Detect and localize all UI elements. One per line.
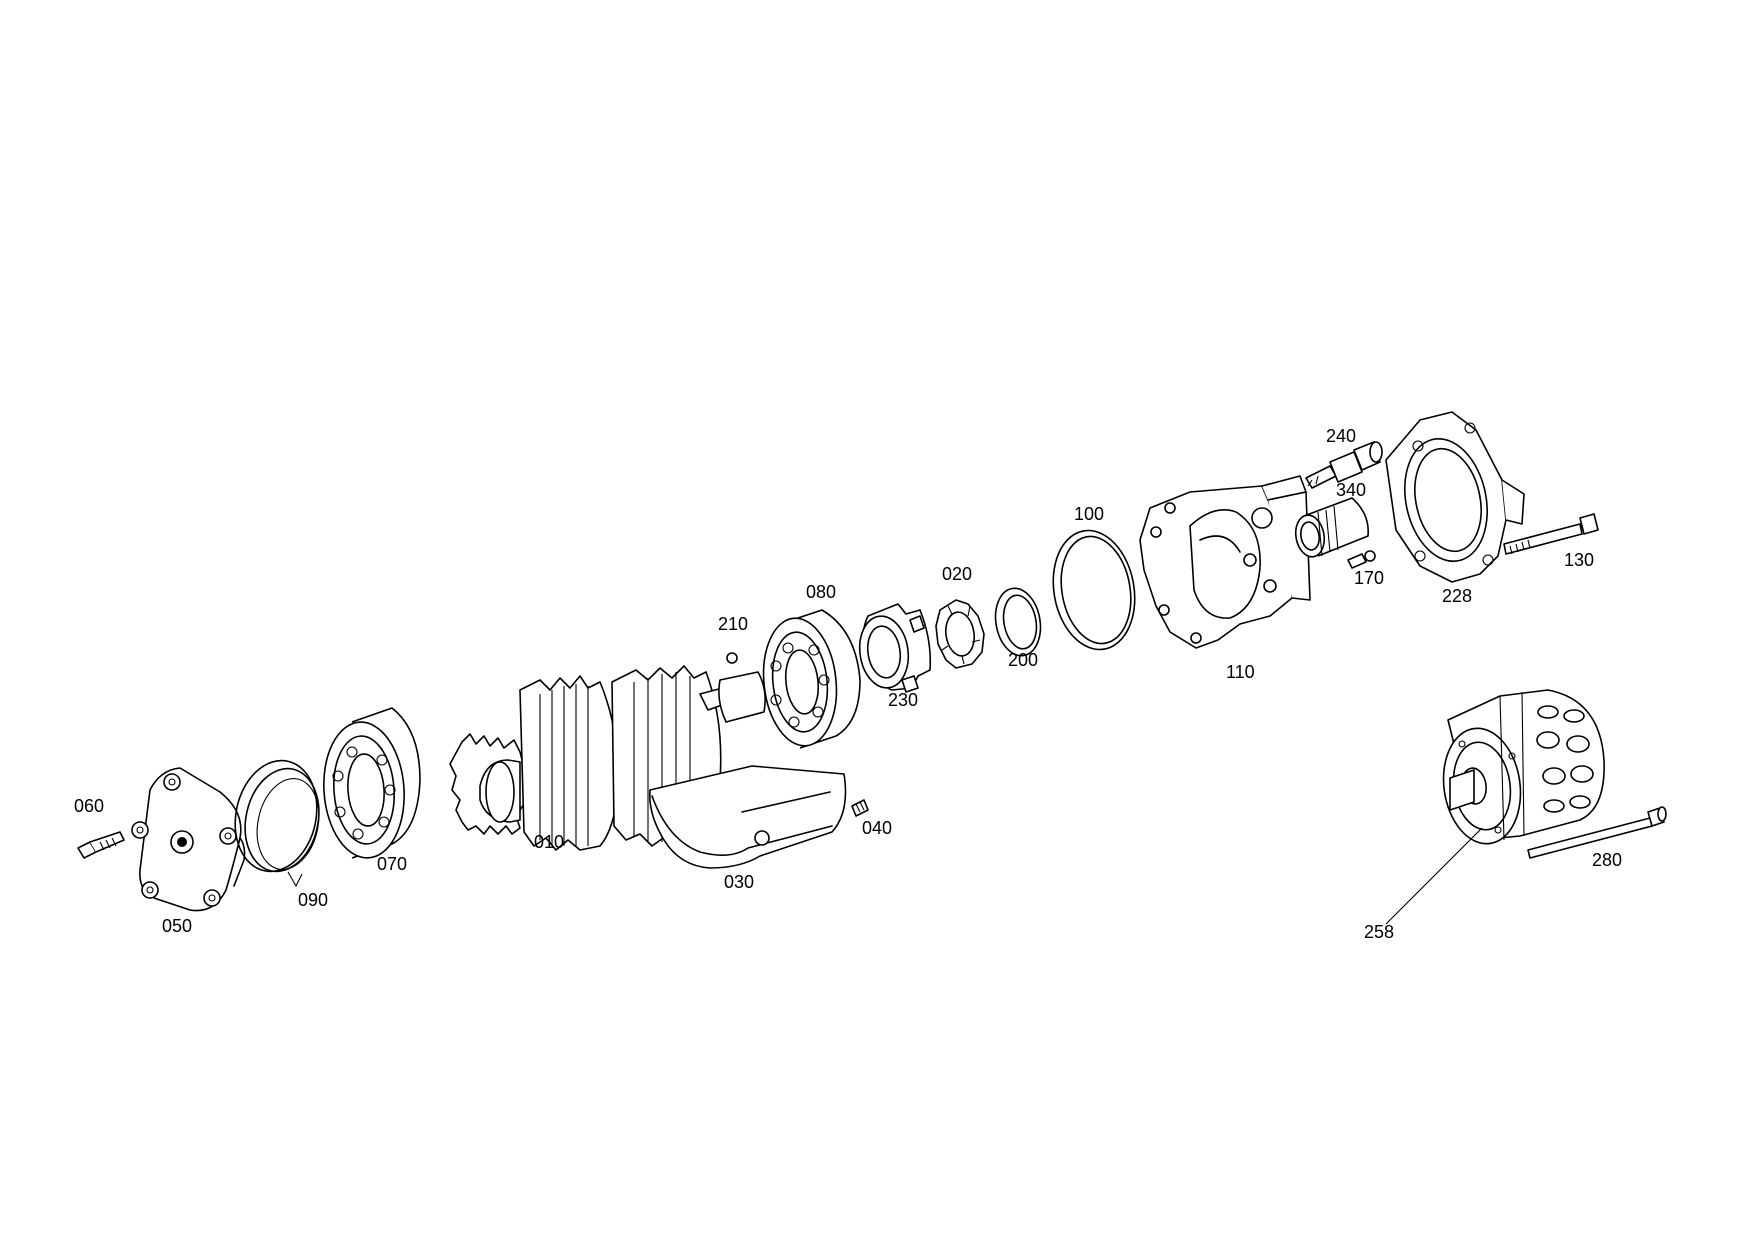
- shield-030: [648, 765, 847, 869]
- screw-170: [1347, 550, 1376, 569]
- ring-100: [1052, 529, 1136, 651]
- label-280: 280: [1592, 850, 1622, 870]
- label-050: 050: [162, 916, 192, 936]
- bolt-280: [1527, 806, 1667, 859]
- oring-090: [234, 759, 320, 888]
- label-230: 230: [888, 690, 918, 710]
- snap-ring-200: [994, 587, 1042, 657]
- label-340: 340: [1336, 480, 1366, 500]
- bolt-130: [1503, 513, 1599, 555]
- bearing-080: [762, 609, 861, 749]
- label-100: 100: [1074, 504, 1104, 524]
- label-020: 020: [942, 564, 972, 584]
- cover-050: [131, 767, 246, 912]
- label-210: 210: [718, 614, 748, 634]
- label-010: 010: [534, 832, 564, 852]
- label-080: 080: [806, 582, 836, 602]
- coupling-230: [858, 603, 932, 693]
- label-200: 200: [1008, 650, 1038, 670]
- needle-bearing-340: [1294, 497, 1369, 558]
- label-060: 060: [74, 796, 104, 816]
- label-258: 258: [1364, 922, 1394, 942]
- bolt-060: [77, 831, 125, 859]
- label-090: 090: [298, 890, 328, 910]
- nut-020: [935, 599, 985, 669]
- bearing-070: [323, 707, 421, 859]
- label-030: 030: [724, 872, 754, 892]
- label-040: 040: [862, 818, 892, 838]
- ball-210: [726, 652, 738, 664]
- label-110: 110: [1226, 662, 1255, 682]
- label-130: 130: [1564, 550, 1594, 570]
- label-228: 228: [1442, 586, 1472, 606]
- valve-240: [1305, 441, 1383, 489]
- label-070: 070: [377, 854, 407, 874]
- cover-228: [1385, 411, 1525, 583]
- pin-040: [851, 799, 869, 817]
- leader-line-258: [1385, 827, 1483, 925]
- hydraulic-motor-258: [1442, 689, 1605, 845]
- label-170: 170: [1354, 568, 1384, 588]
- housing-110: [1139, 475, 1311, 649]
- label-240: 240: [1326, 426, 1356, 446]
